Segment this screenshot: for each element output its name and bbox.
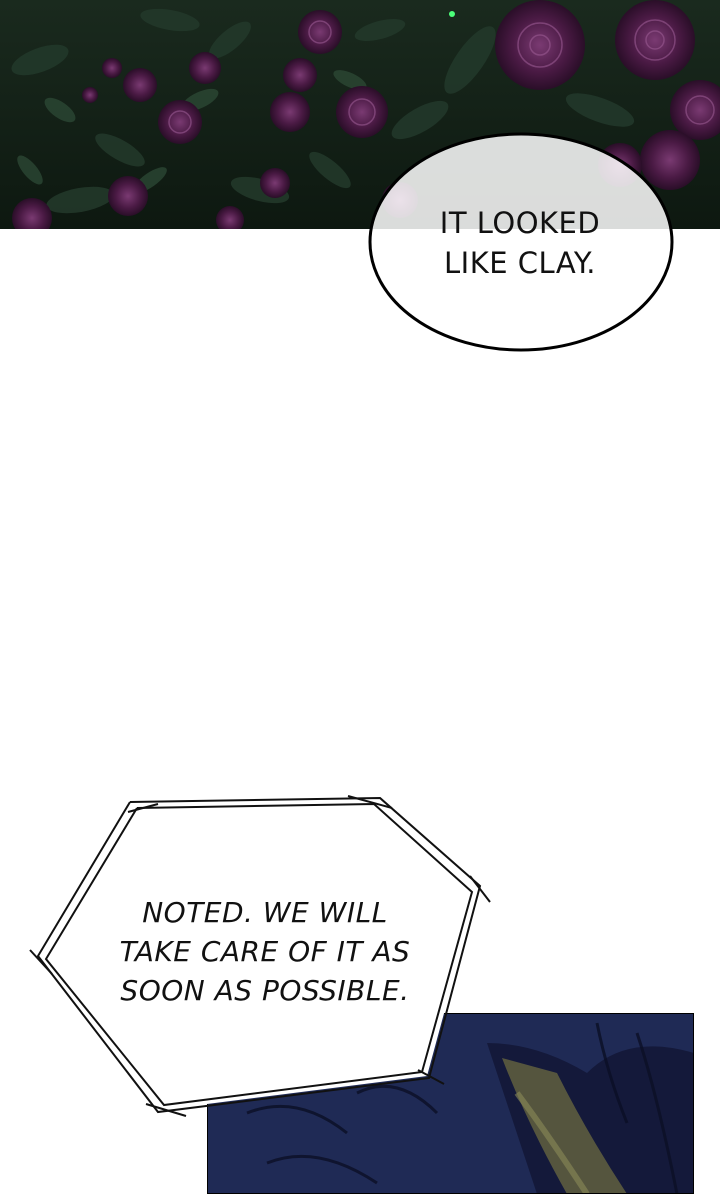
narration-line-1: NOTED. WE WILL (142, 896, 388, 929)
speech-line-2: LIKE CLAY. (444, 246, 596, 280)
dark-clothing-panel (207, 1013, 694, 1194)
narration-box: NOTED. WE WILL TAKE CARE OF IT AS SOON A… (100, 893, 430, 1010)
speech-bubble-outline (368, 132, 674, 352)
narration-line-3: SOON AS POSSIBLE. (120, 974, 410, 1007)
rose-bush-panel (0, 0, 720, 229)
rose-bush-illustration (0, 0, 720, 229)
narration-line-2: TAKE CARE OF IT AS (119, 935, 411, 968)
clothing-illustration (207, 1013, 694, 1194)
narration-box-outline (29, 795, 491, 1117)
speech-line-1: IT LOOKED (439, 206, 601, 240)
speech-bubble: IT LOOKED LIKE CLAY. (395, 203, 645, 283)
